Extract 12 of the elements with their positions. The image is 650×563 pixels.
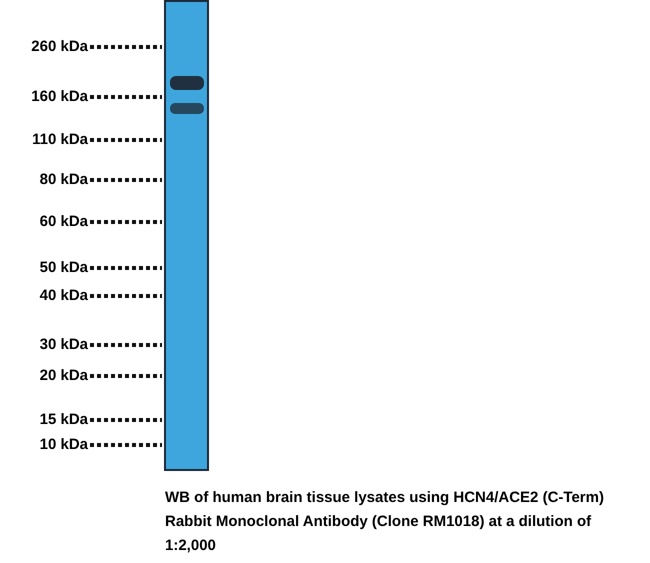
molecular-weight-label: 260 kDa bbox=[30, 39, 88, 54]
molecular-weight-label: 10 kDa bbox=[38, 437, 88, 452]
molecular-weight-label: 40 kDa bbox=[38, 288, 88, 303]
molecular-weight-label: 15 kDa bbox=[38, 412, 88, 427]
molecular-weight-label: 160 kDa bbox=[30, 89, 88, 104]
molecular-weight-label: 20 kDa bbox=[38, 368, 88, 383]
caption: WB of human brain tissue lysates using HCN4/ACE2 (C-Term) Rabbit Monoclonal Antibody (Clone RM1018) at a dilution of 1:2,000 bbox=[165, 488, 605, 556]
molecular-weight-label: 50 kDa bbox=[38, 260, 88, 275]
molecular-weight-label: 30 kDa bbox=[38, 337, 88, 352]
molecular-weight-label: 80 kDa bbox=[38, 172, 88, 187]
molecular-weight-label: 110 kDa bbox=[31, 132, 88, 147]
molecular-weight-label: 60 kDa bbox=[38, 214, 88, 229]
